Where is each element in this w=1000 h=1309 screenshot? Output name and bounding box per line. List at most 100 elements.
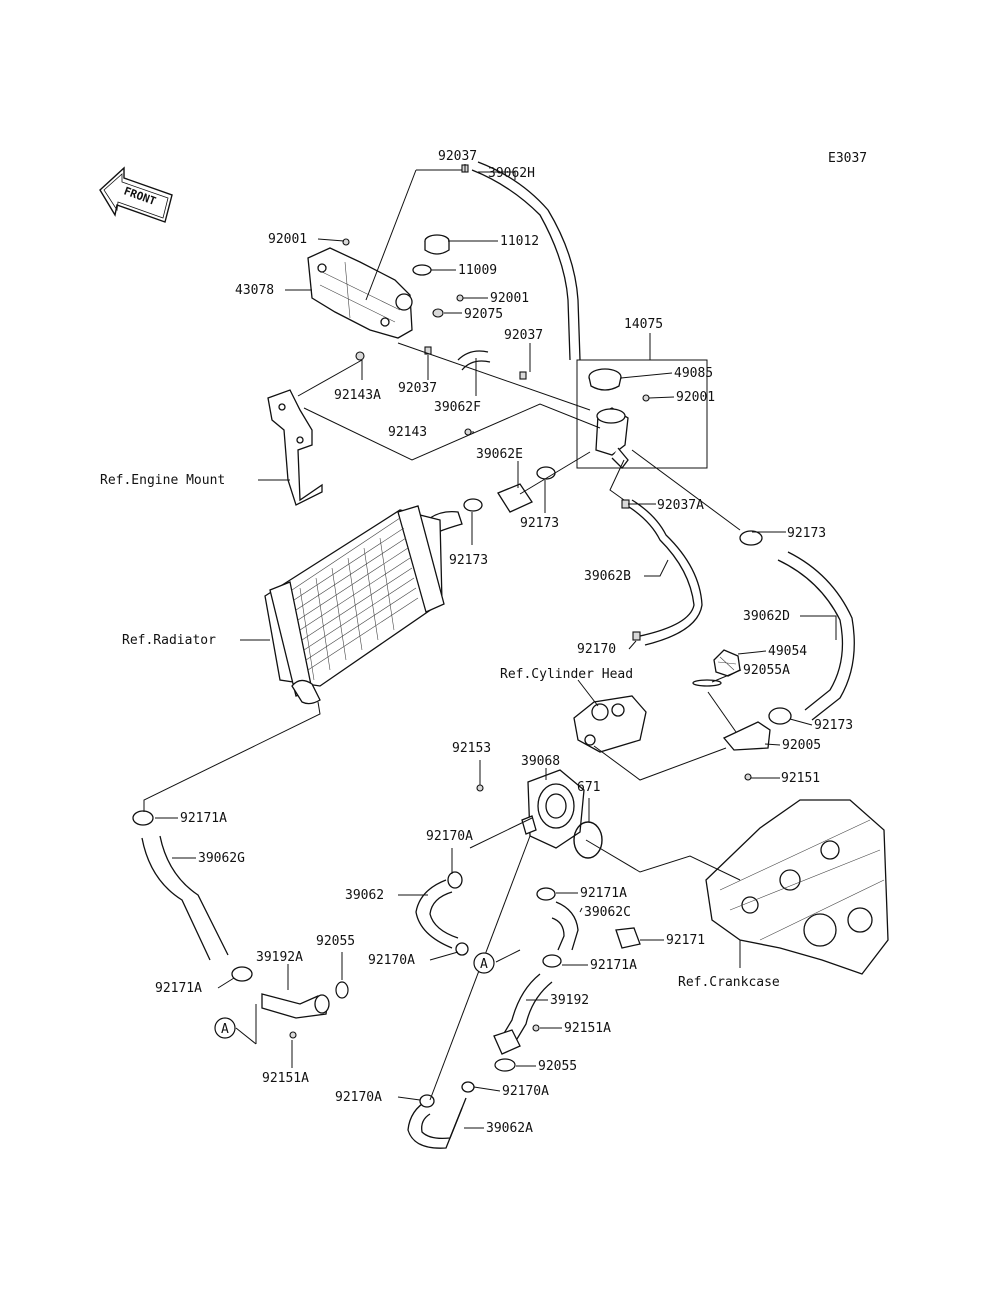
- clamp-92173-c: [739, 530, 763, 546]
- clamp-92171A-c: [542, 954, 562, 968]
- clamp-92171A-b: [536, 887, 556, 901]
- reservoir-cap: [424, 234, 450, 255]
- hose-39062D: [777, 559, 844, 711]
- water-pump-39068: [521, 769, 585, 849]
- label-92170A-c: 92170A: [335, 1090, 382, 1105]
- label-39062E: 39062E: [476, 447, 523, 462]
- clamp-92037-mid: [519, 371, 527, 380]
- radiator: [264, 505, 445, 705]
- clamp-92170A-d: [461, 1081, 475, 1093]
- label-39062B: 39062B: [584, 569, 631, 584]
- label-92001-a: 92001: [268, 232, 307, 247]
- clamp-92170A-b: [455, 942, 469, 956]
- label-39062: 39062: [345, 888, 384, 903]
- radiator-cap-49085: [588, 368, 622, 391]
- hose-39062E: [497, 483, 533, 513]
- gasket-92055A: [692, 679, 722, 687]
- label-671: 671: [577, 780, 600, 795]
- label-92153: 92153: [452, 741, 491, 756]
- label-39062D: 39062D: [743, 609, 790, 624]
- label-92151A-b: 92151A: [262, 1071, 309, 1086]
- bolt-92001-c: [642, 394, 650, 402]
- part-labels: 92037 39062H 92001 11012 11009 43078 920…: [100, 149, 853, 1136]
- label-92037-mid: 92037: [504, 328, 543, 343]
- label-39062A: 39062A: [486, 1121, 533, 1136]
- bolt-92001-a: [342, 238, 350, 246]
- hose-39062H: [471, 169, 571, 361]
- label-92173-c: 92173: [787, 526, 826, 541]
- marker-a-right: A: [473, 952, 495, 974]
- label-92170A-d: 92170A: [502, 1084, 549, 1099]
- label-39192: 39192: [550, 993, 589, 1008]
- clamp-92170A-a: [447, 871, 463, 889]
- bolt-92151: [744, 773, 752, 781]
- reservoir-tank: [307, 247, 413, 339]
- hose-39062C: [555, 901, 579, 951]
- clamp-92173-b: [536, 466, 556, 480]
- label-92173-d: 92173: [814, 718, 853, 733]
- label-92055-b: 92055: [538, 1059, 577, 1074]
- hose-39062A: [407, 1099, 463, 1149]
- label-39192A: 39192A: [256, 950, 303, 965]
- o-ring-92055-b: [494, 1058, 516, 1072]
- gasket-11009: [412, 264, 432, 276]
- front-arrow-icon: FRONT: [99, 166, 173, 223]
- label-49054: 49054: [768, 644, 807, 659]
- clamp-92171: [615, 927, 641, 949]
- svg-text:A: A: [480, 957, 488, 972]
- label-11009: 11009: [458, 263, 497, 278]
- label-39062H: 39062H: [488, 166, 535, 181]
- clamp-92037A: [621, 499, 630, 509]
- o-ring-92055-a: [335, 981, 349, 999]
- label-92143: 92143: [388, 425, 427, 440]
- label-92143A: 92143A: [334, 388, 381, 403]
- clamp-92173-d: [768, 707, 792, 725]
- cylinder-head-ref: [573, 695, 647, 753]
- clamp-92170: [632, 631, 641, 641]
- ref-engine-mount: Ref.Engine Mount: [100, 473, 225, 488]
- fitting-92005: [722, 721, 771, 751]
- bolt-92001-b: [456, 294, 464, 302]
- ref-cylinder-head: Ref.Cylinder Head: [500, 667, 633, 682]
- label-49085: 49085: [674, 366, 713, 381]
- label-92151A-a: 92151A: [564, 1021, 611, 1036]
- diagram-code: E3037: [828, 151, 867, 166]
- o-ring-671: [573, 821, 603, 859]
- label-92170: 92170: [577, 642, 616, 657]
- label-92173-b: 92173: [520, 516, 559, 531]
- label-39062F: 39062F: [434, 400, 481, 415]
- label-92170A-a: 92170A: [426, 829, 473, 844]
- bolt-92151A-b: [289, 1031, 297, 1039]
- thermostat-housing: [576, 359, 708, 469]
- bolt-92151A-a: [532, 1024, 540, 1032]
- label-92055A: 92055A: [743, 663, 790, 678]
- label-92171: 92171: [666, 933, 705, 948]
- clamp-92173-a: [463, 498, 483, 512]
- label-39062G: 39062G: [198, 851, 245, 866]
- label-92075: 92075: [464, 307, 503, 322]
- clamp-92170A-c: [419, 1094, 435, 1108]
- label-92001-b: 92001: [490, 291, 529, 306]
- engine-mount-bracket: [267, 389, 323, 506]
- svg-text:A: A: [221, 1022, 229, 1037]
- hose-39062G: [141, 837, 211, 961]
- label-11012: 11012: [500, 234, 539, 249]
- label-92037-low: 92037: [398, 381, 437, 396]
- clamp-92171A-d: [231, 966, 253, 982]
- clamp-92171A-a: [132, 810, 154, 826]
- label-14075: 14075: [624, 317, 663, 332]
- grommet-92143A: [355, 351, 365, 361]
- label-92001-c: 92001: [676, 390, 715, 405]
- label-39062C: 39062C: [584, 905, 631, 920]
- label-39068: 39068: [521, 754, 560, 769]
- leader-lines: [143, 164, 837, 1129]
- ref-radiator: Ref.Radiator: [122, 633, 216, 648]
- label-92173-a: 92173: [449, 553, 488, 568]
- label-92171A-d: 92171A: [155, 981, 202, 996]
- label-92170A-b: 92170A: [368, 953, 415, 968]
- label-43078: 43078: [235, 283, 274, 298]
- label-92055-a: 92055: [316, 934, 355, 949]
- label-92171A-b: 92171A: [580, 886, 627, 901]
- pipe-39192: [499, 973, 541, 1041]
